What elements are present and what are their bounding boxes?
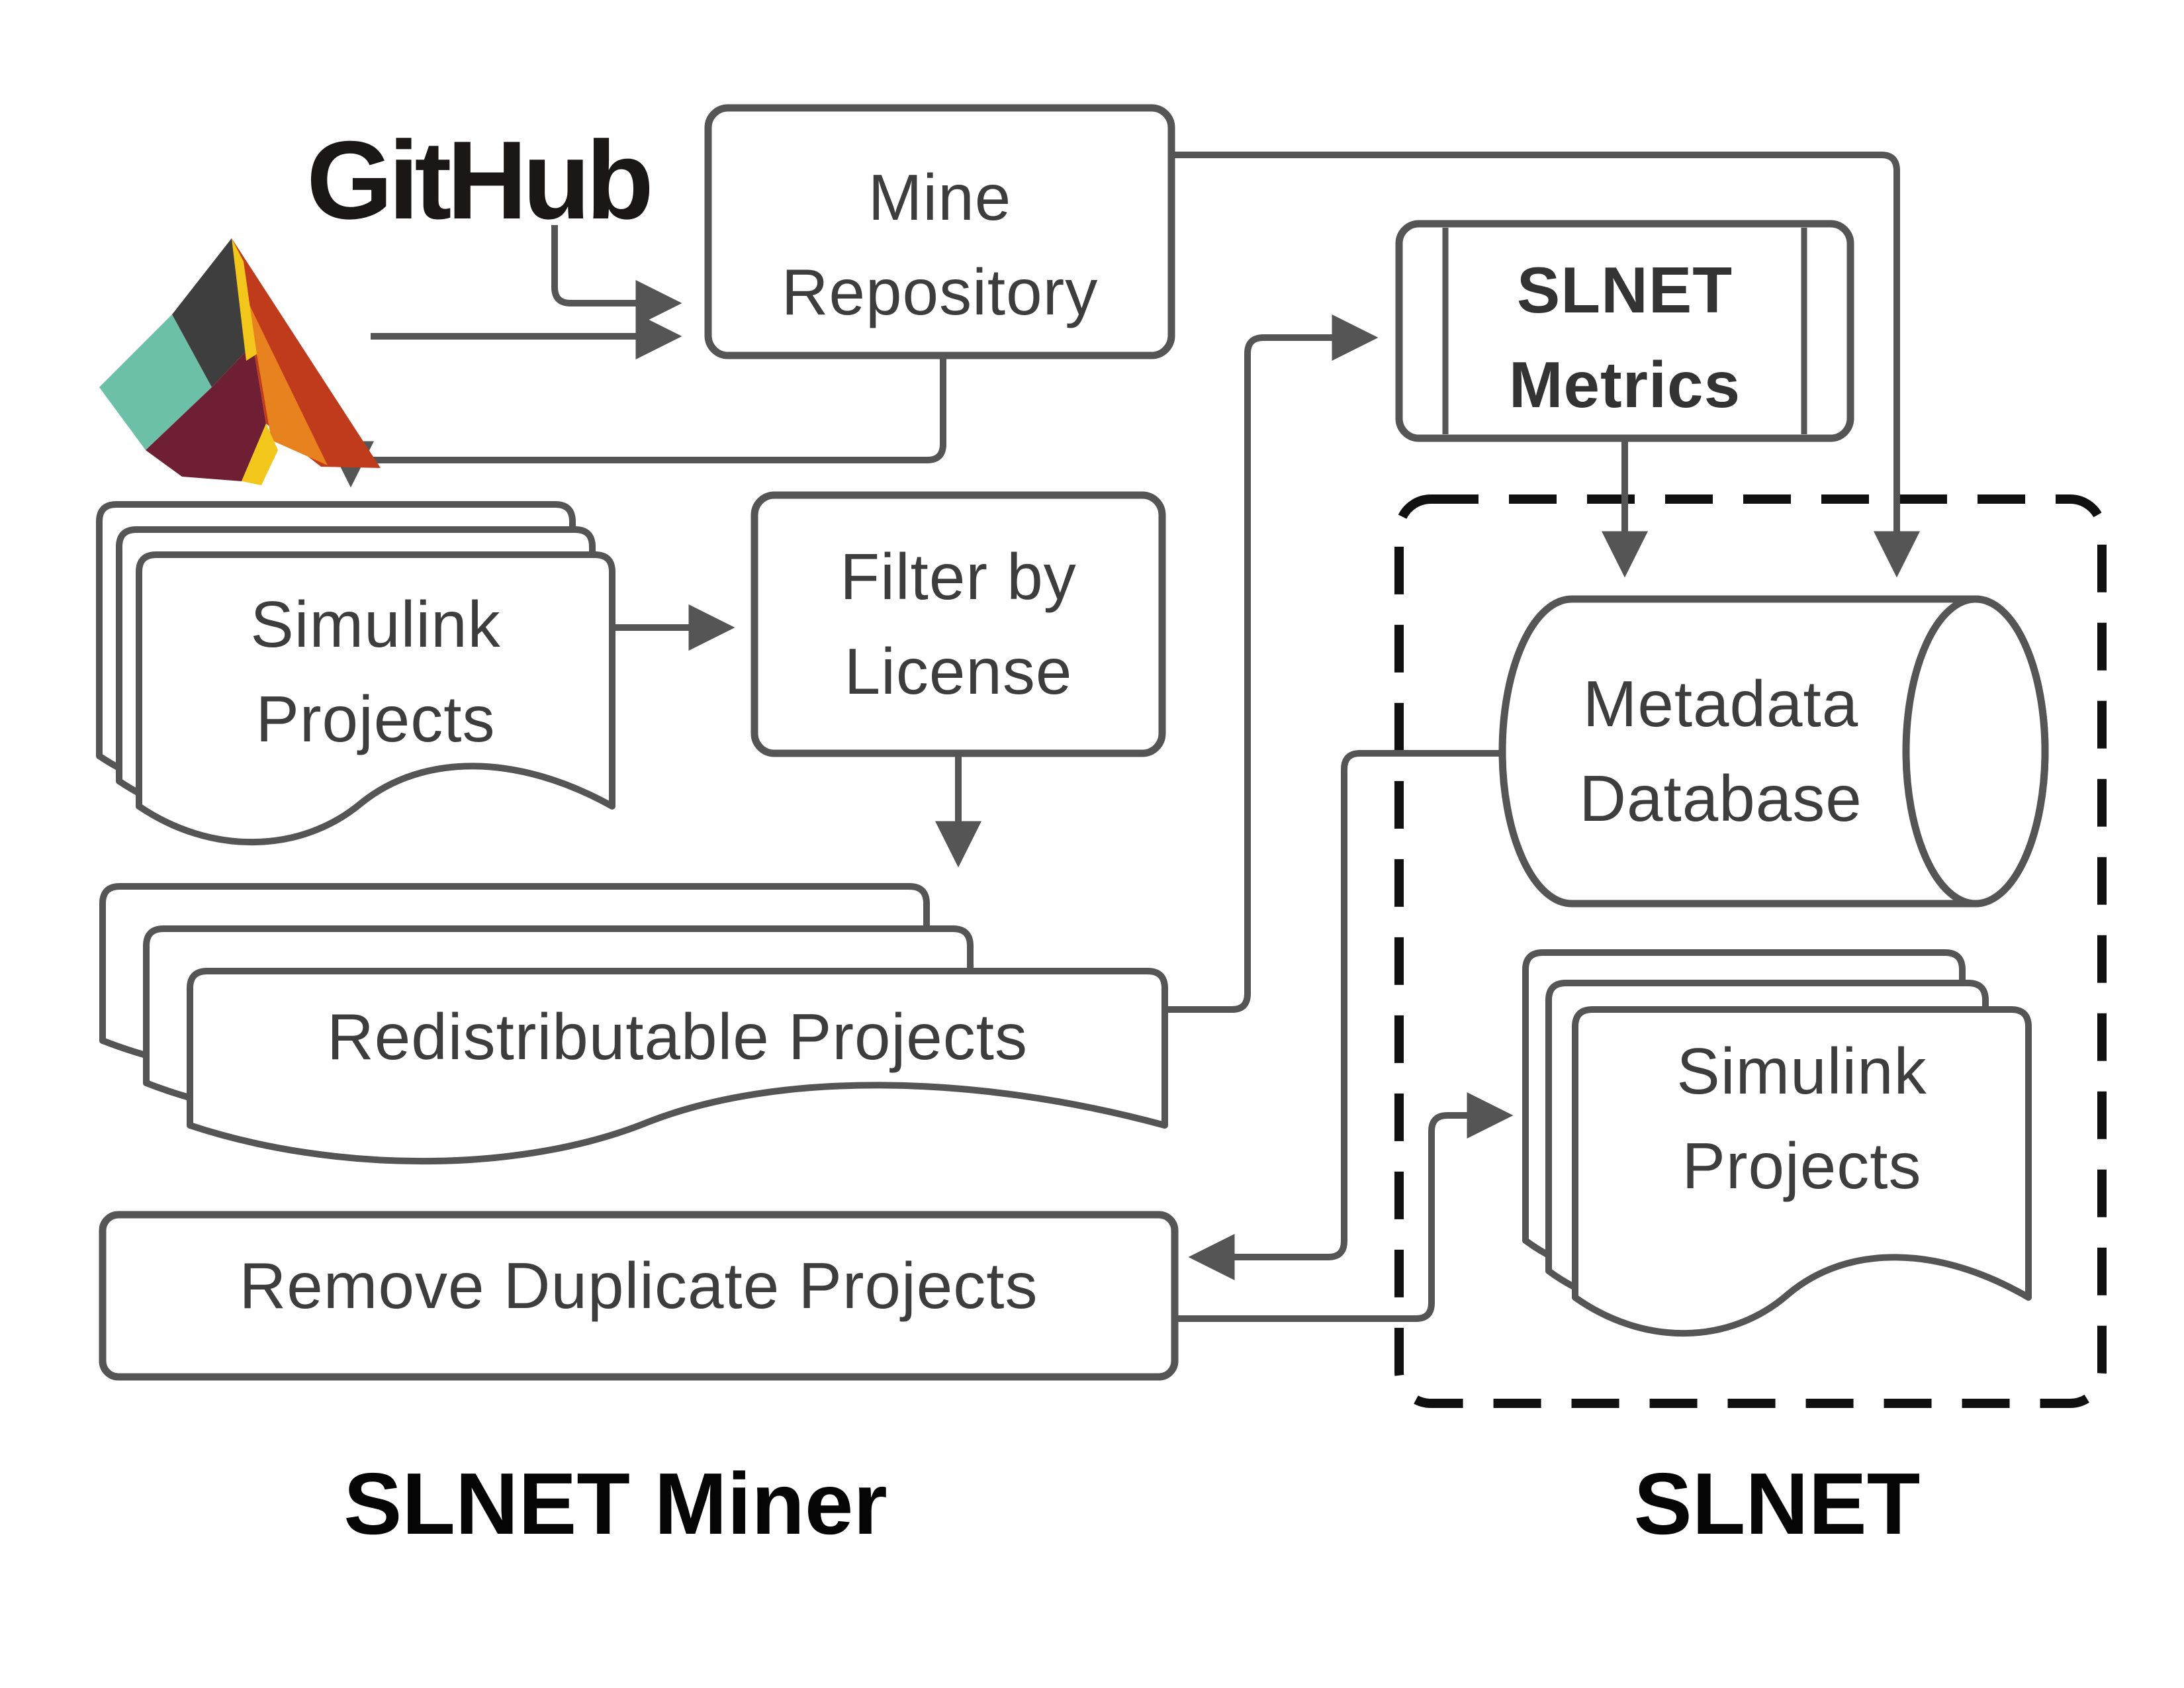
mine-repository-box (704, 104, 1175, 359)
simulink-right-stack-page-front (1572, 1006, 2032, 1337)
simulink-left-stack-page-front (136, 551, 615, 846)
redistributable-stack-page-front (187, 968, 1168, 1165)
filter-by-license-box (751, 491, 1166, 757)
mine-repository-label: Mine Repository (781, 160, 1099, 328)
metadata-database-cylinder (1498, 595, 2049, 908)
edge-github-to-mine-repository (551, 225, 682, 326)
caption-slnet: SLNET (1633, 1455, 1921, 1552)
github-logo: GitHub (306, 118, 654, 242)
edge-mine-repository-to-simulink-left (328, 357, 946, 488)
metadata-database-label: Metadata Database (1579, 667, 1862, 835)
remove-duplicate-projects-label: Remove Duplicate Projects (239, 1248, 1038, 1322)
simulink-projects-left-label: Simulink Projects (250, 587, 501, 755)
redistributable-projects-label: Redistributable Projects (327, 1000, 1028, 1074)
edge-redistributable-to-slnet-metrics (1163, 314, 1379, 1013)
cylinder-end-ellipse (1902, 595, 2049, 908)
remove-duplicate-projects-box (99, 1211, 1179, 1381)
slnet-dashed-container (1394, 494, 2107, 1408)
simulink-projects-right-label: Simulink Projects (1676, 1034, 1927, 1202)
filter-by-license-label: Filter by License (840, 539, 1077, 708)
slnet-metrics-label: SLNET Metrics (1508, 253, 1741, 421)
edge-mine-repository-to-metadata-database (1170, 152, 1920, 578)
matlab-logo (99, 238, 381, 485)
slnet-metrics-box (1395, 220, 1854, 442)
edge-metadata-database-to-remove-duplicates (1188, 750, 1504, 1280)
edge-remove-duplicates-to-simulink-right (1173, 1092, 1514, 1322)
caption-slnet-miner: SLNET Miner (343, 1455, 887, 1552)
